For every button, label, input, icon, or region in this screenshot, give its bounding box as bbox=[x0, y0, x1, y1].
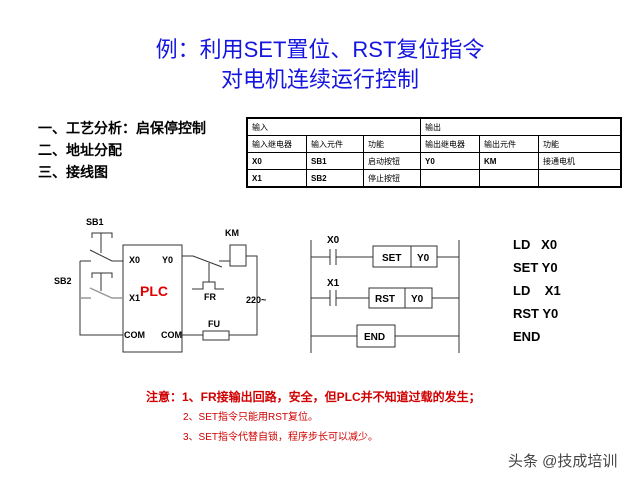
outline-item-1: 一、工艺分析：启保停控制 bbox=[38, 120, 206, 136]
table-row: X0 SB1 启动按钮 Y0 KM 接通电机 bbox=[246, 152, 622, 170]
instruction-5: END bbox=[513, 329, 540, 344]
set-label: SET bbox=[382, 253, 401, 264]
wiring-diagram: SB1 SB2 X0 Y0 X1 COM COM KM FR 220~ FU P… bbox=[54, 217, 266, 353]
com-terminal-1: COM bbox=[124, 330, 145, 340]
instruction-3: LD X1 bbox=[513, 283, 561, 298]
table-cell: KM bbox=[479, 152, 539, 170]
km-label: KM bbox=[225, 228, 239, 238]
rst-label: RST bbox=[375, 294, 395, 305]
table-cell: SB2 bbox=[306, 169, 364, 188]
km-coil bbox=[229, 244, 247, 267]
instruction-4: RST Y0 bbox=[513, 306, 558, 321]
end-box bbox=[356, 324, 396, 348]
rst-target: Y0 bbox=[411, 294, 424, 305]
sb2-label: SB2 bbox=[54, 276, 72, 286]
fr-label: FR bbox=[204, 292, 216, 302]
com-terminal-2: COM bbox=[161, 330, 182, 340]
outline-item-2: 二、地址分配 bbox=[38, 142, 122, 158]
table-row: X1 SB2 停止按钮 bbox=[246, 169, 622, 188]
output-loop bbox=[182, 255, 258, 336]
io-assignment-table: 输入输出 输入继电器 输入元件 功能 输出继电器 输出元件 功能 X0 SB1 … bbox=[246, 117, 622, 188]
power-rails bbox=[310, 240, 460, 353]
instruction-1: LD X0 bbox=[513, 237, 557, 252]
rst-box bbox=[368, 287, 433, 309]
fu-label: FU bbox=[208, 319, 220, 329]
y0-terminal: Y0 bbox=[162, 255, 173, 265]
sb1-switch bbox=[79, 249, 123, 336]
sb1-label: SB1 bbox=[86, 217, 104, 227]
table-header-row: 输入继电器 输入元件 功能 输出继电器 输出元件 功能 bbox=[246, 135, 622, 153]
note-2: 2、SET指令只能用RST复位。 bbox=[183, 412, 319, 423]
outline-item-3: 三、接线图 bbox=[38, 164, 108, 180]
title-line-1: 例：利用SET置位、RST复位指令 bbox=[155, 37, 485, 62]
fr-contact bbox=[182, 255, 230, 290]
table-cell: 启动按钮 bbox=[363, 152, 421, 170]
title-line-2: 对电机连续运行控制 bbox=[220, 67, 419, 92]
end-label: END bbox=[364, 332, 385, 343]
ladder-diagram: X0 X1 SET Y0 RST Y0 END LD X0 SET Y0 LD … bbox=[310, 235, 561, 353]
watermark: 头条 @技成培训 bbox=[508, 453, 618, 470]
rung-2 bbox=[311, 290, 459, 306]
note-1: 注意：1、FR接输出回路，安全，但PLC并不知道过载的发生； bbox=[146, 390, 481, 404]
contact-x0-label: X0 bbox=[327, 235, 340, 246]
table-cell bbox=[538, 169, 622, 188]
contact-x1-label: X1 bbox=[327, 278, 340, 289]
x1-terminal: X1 bbox=[129, 293, 140, 303]
note-3: 3、SET指令代替自锁，程序步长可以减少。 bbox=[183, 432, 379, 443]
table-cell bbox=[479, 169, 539, 188]
sb2-switch bbox=[80, 287, 123, 299]
voltage-label: 220~ bbox=[246, 295, 266, 305]
sb2-button bbox=[91, 272, 113, 291]
fu-fuse bbox=[202, 330, 230, 341]
plc-label: PLC bbox=[140, 283, 168, 299]
set-target: Y0 bbox=[417, 253, 430, 264]
x0-terminal: X0 bbox=[129, 255, 140, 265]
set-box bbox=[372, 245, 438, 268]
table-cell: 接通电机 bbox=[538, 152, 622, 170]
rung-1 bbox=[311, 249, 459, 265]
instruction-2: SET Y0 bbox=[513, 260, 558, 275]
sb1-button bbox=[91, 232, 113, 253]
